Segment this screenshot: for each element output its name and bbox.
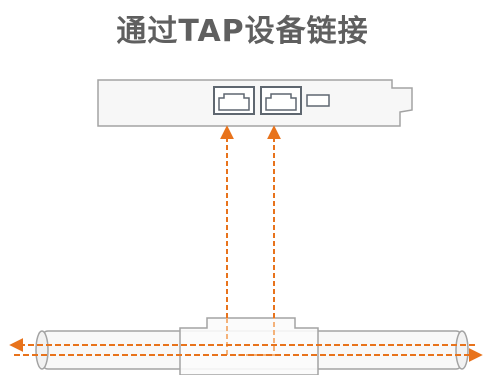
tap-device-body [179,317,319,375]
tap-device [179,317,319,375]
rj45-port-icon [260,86,302,115]
diagram-title: 通过TAP设备链接 [116,14,369,49]
network-card [97,79,413,127]
cable-left-end [35,330,49,370]
cable-right-end [455,330,469,370]
small-port-icon [306,94,330,107]
rj45-port-icon [213,86,255,115]
